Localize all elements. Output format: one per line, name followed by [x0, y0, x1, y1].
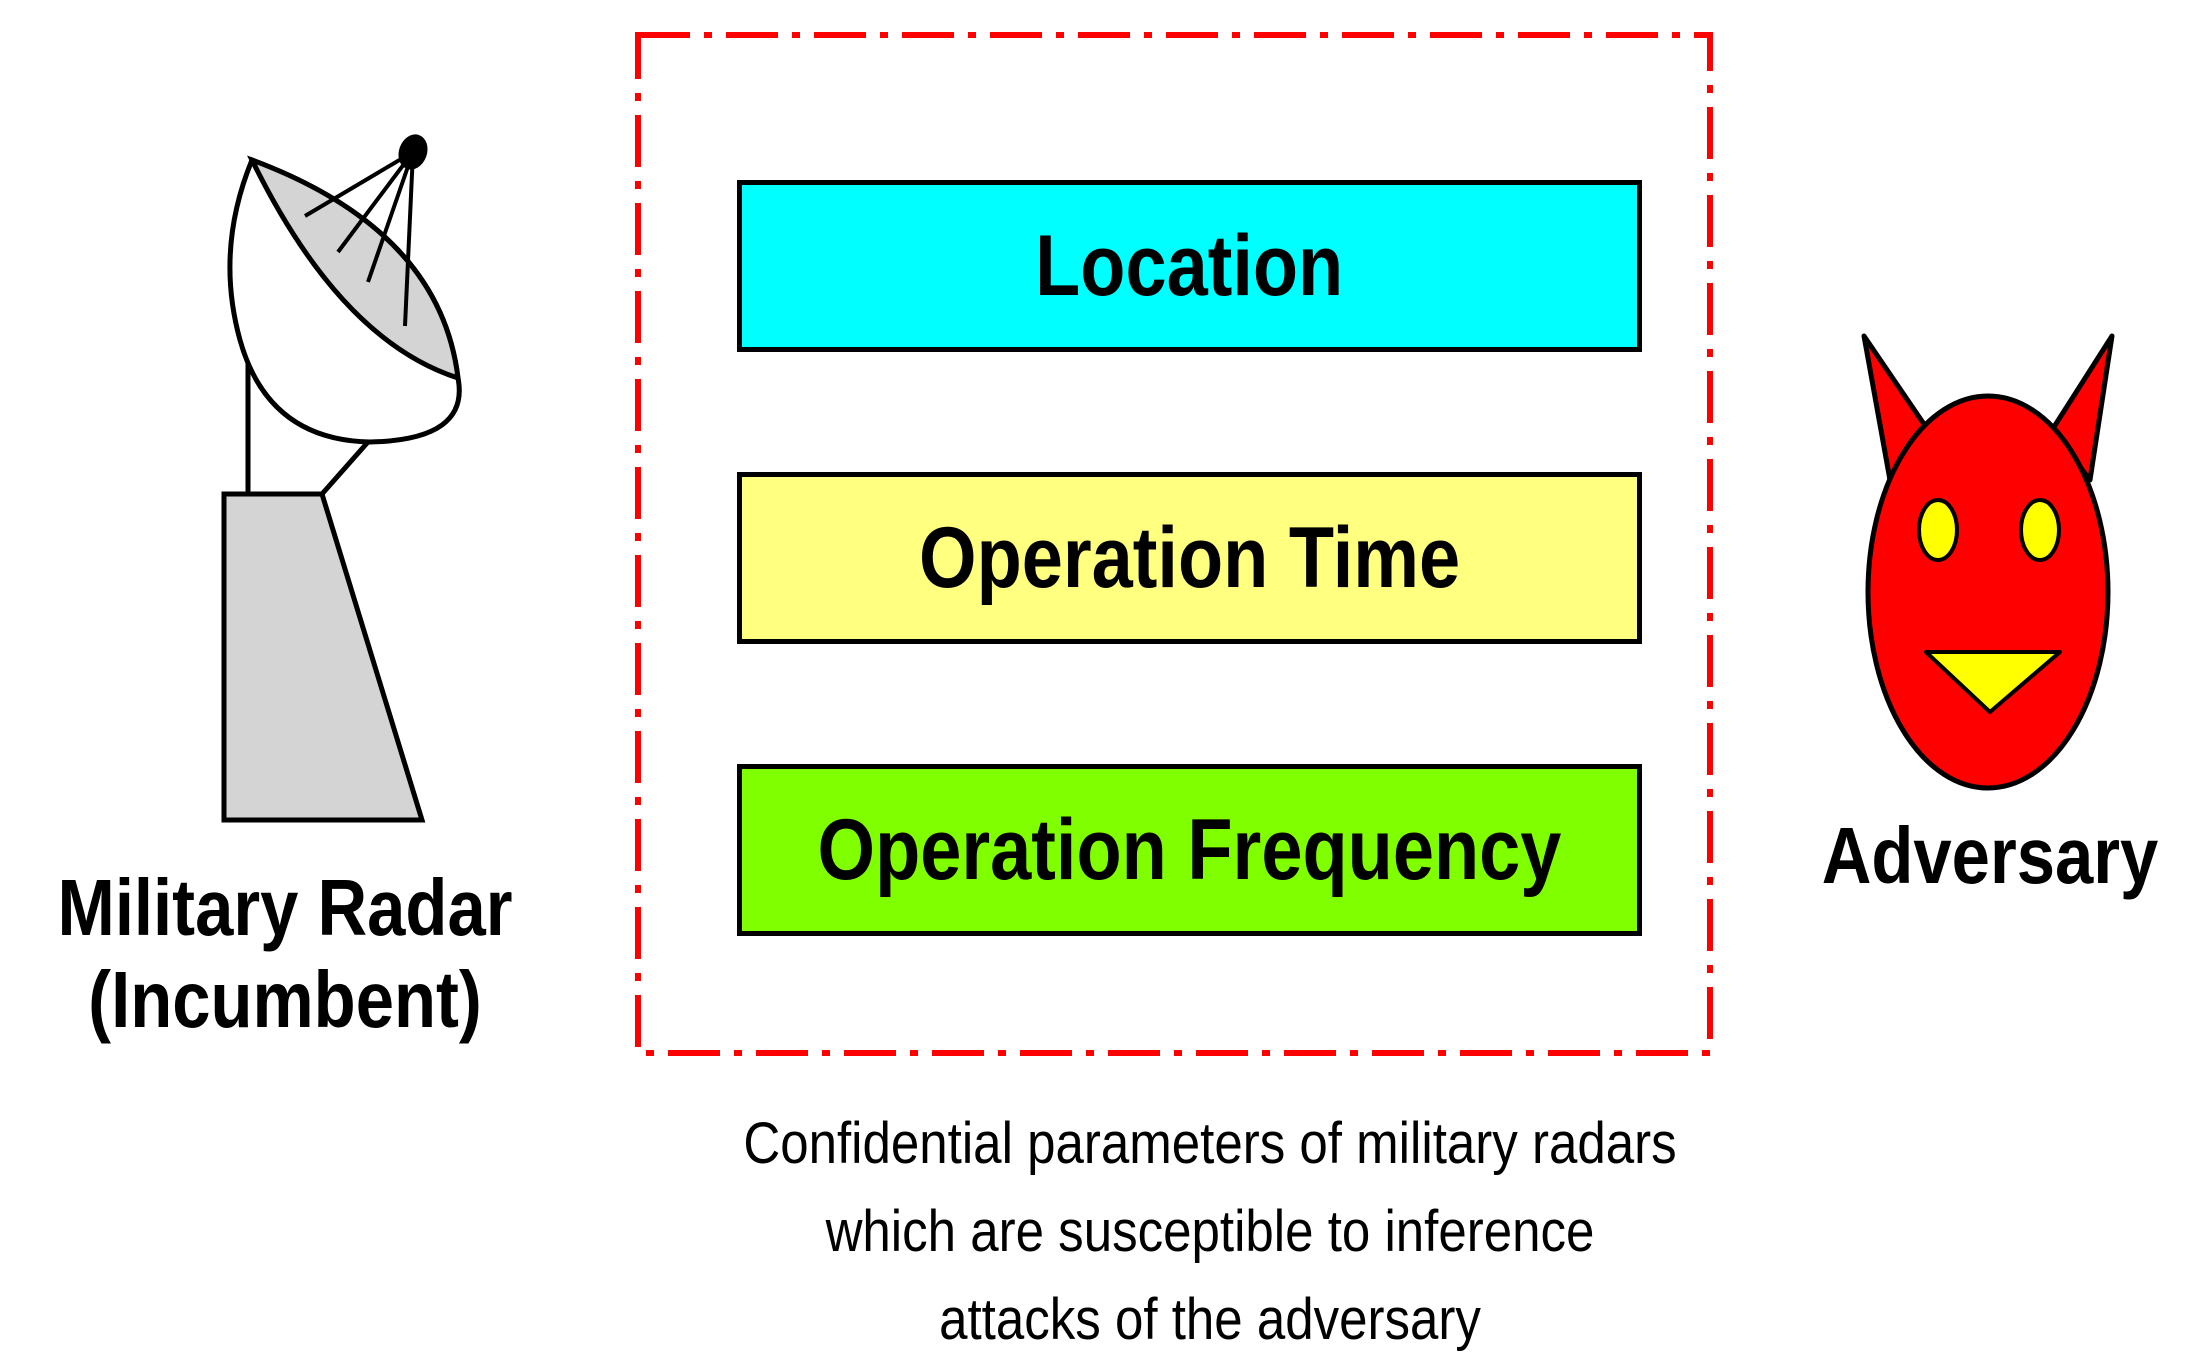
- parameter-label-location: Location: [1035, 217, 1344, 314]
- parameter-label-operation-time: Operation Time: [918, 509, 1461, 606]
- radar-feed-strut: [336, 150, 415, 254]
- radar-base: [221, 491, 426, 823]
- parameter-box-location: Location: [737, 180, 1642, 352]
- adversary-label: Adversary: [1821, 811, 2159, 900]
- radar-label-line1: Military Radar: [57, 863, 513, 952]
- radar-feed-strut: [366, 151, 415, 283]
- radar-label-line2: (Incumbent): [88, 955, 482, 1044]
- radar-feed-horn: [398, 134, 428, 170]
- devil-right-eye: [2019, 498, 2061, 562]
- parameter-box-operation-time: Operation Time: [737, 472, 1642, 644]
- caption: Confidential parameters of military rada…: [600, 1100, 1820, 1364]
- radar-feed-strut: [303, 150, 415, 218]
- devil-mouth: [1924, 650, 2062, 714]
- devil-head: [1865, 393, 2111, 791]
- confidential-parameters-boundary: [635, 32, 1713, 1056]
- caption-line-3: attacks of the adversary: [939, 1287, 1481, 1352]
- parameter-label-operation-frequency: Operation Frequency: [817, 801, 1562, 898]
- satellite-dish-radar-icon: [221, 134, 462, 823]
- devil-left-eye: [1917, 498, 1959, 562]
- parameter-box-operation-frequency: Operation Frequency: [737, 764, 1642, 936]
- caption-line-1: Confidential parameters of military rada…: [743, 1111, 1677, 1176]
- radar-support-arm: [320, 440, 370, 496]
- caption-line-2: which are susceptible to inference: [825, 1199, 1595, 1264]
- radar-feed-strut: [403, 151, 415, 327]
- red-devil-face-icon: [1861, 333, 2115, 791]
